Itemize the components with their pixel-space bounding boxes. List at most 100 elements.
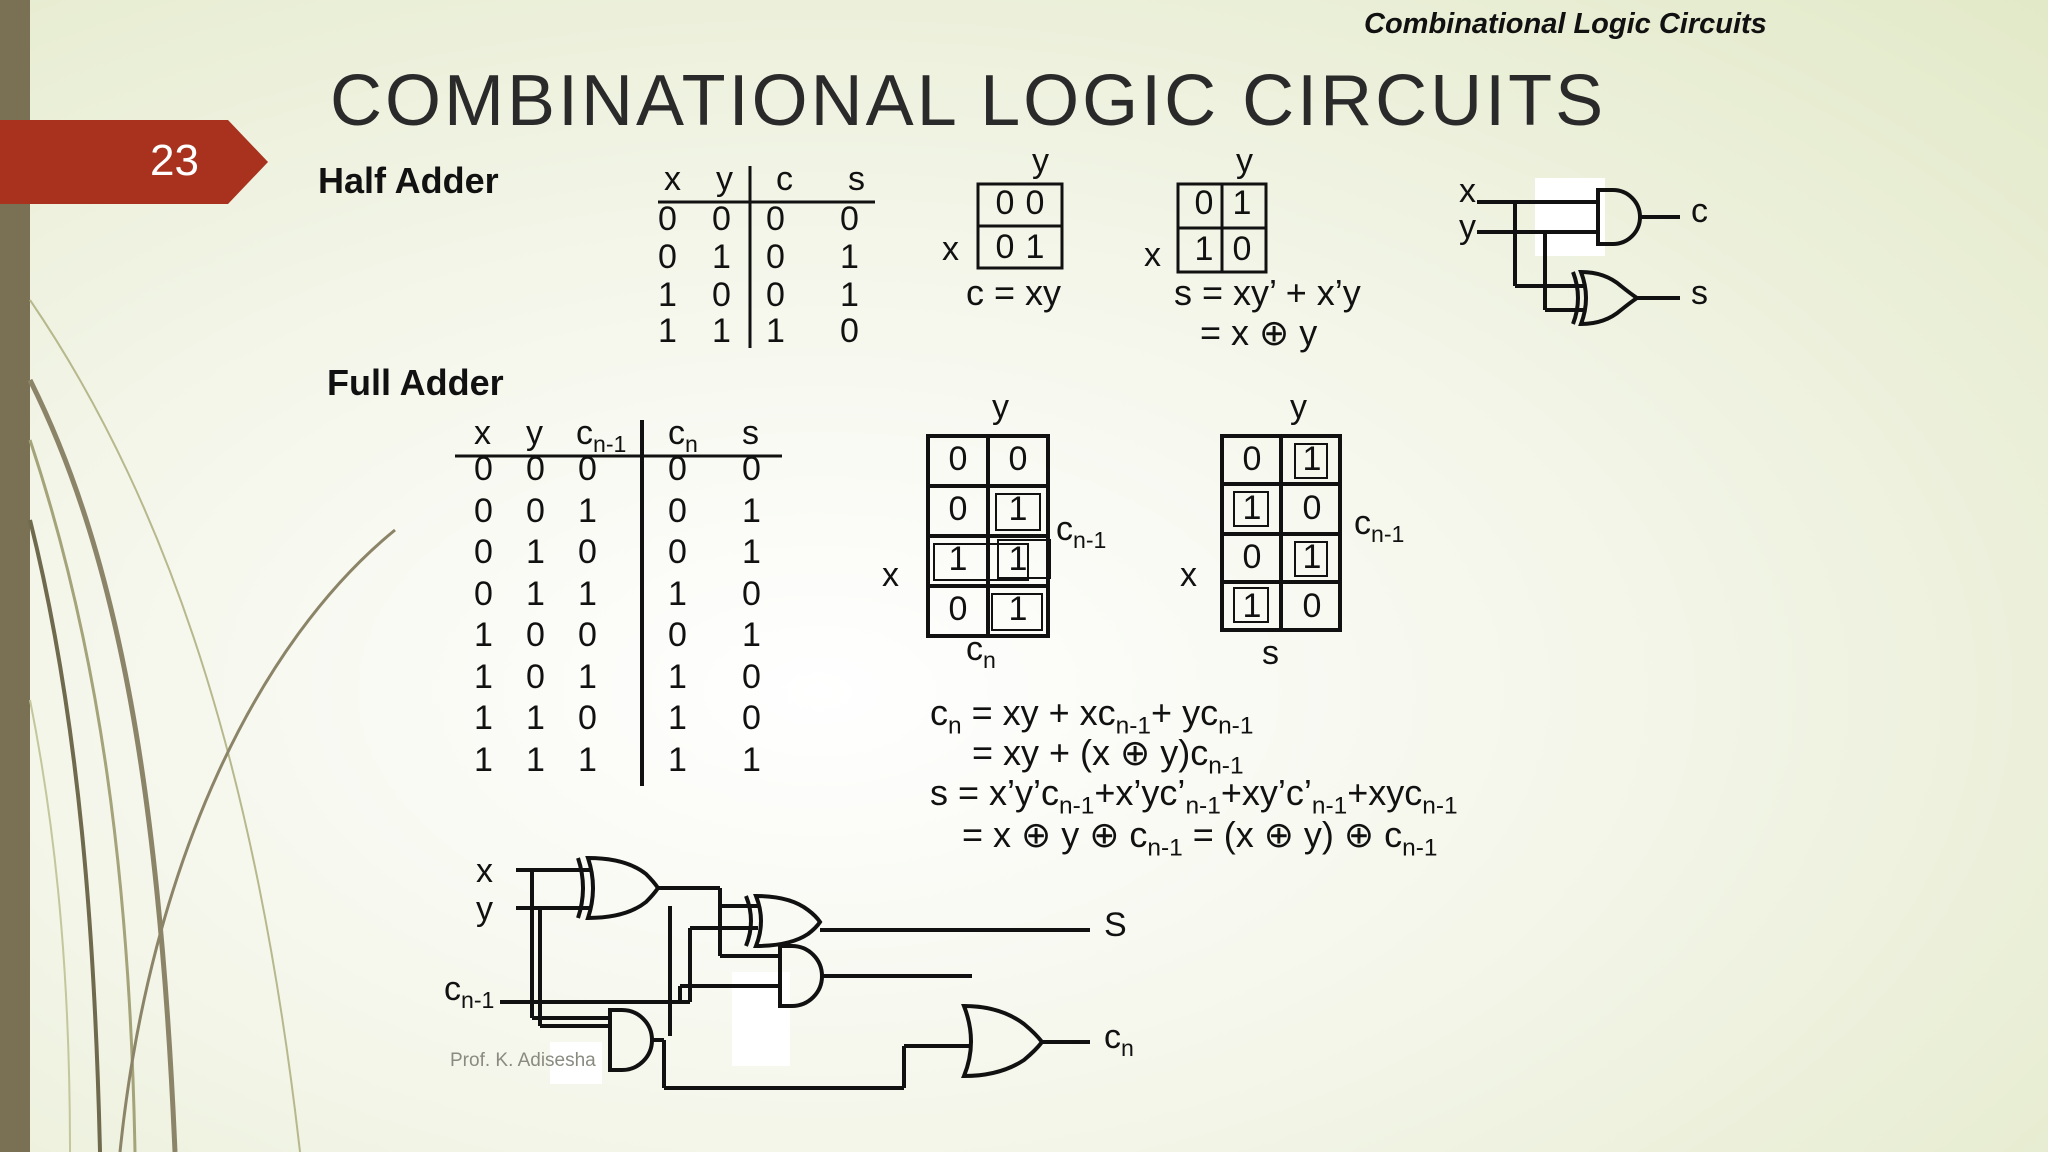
kmap-cell: 0 <box>1025 184 1045 222</box>
kmap-y-label: y <box>1032 142 1049 180</box>
cell: 1 <box>658 312 677 350</box>
ha-c-equation: c = xy <box>966 272 1062 313</box>
kmap-cell: 1 <box>1242 489 1262 527</box>
cell: 0 <box>766 238 785 276</box>
kmap-grid <box>1220 434 1342 632</box>
cell: 1 <box>840 238 859 276</box>
kmap-cell: 0 <box>1242 440 1262 478</box>
cell: 0 <box>658 238 677 276</box>
kmap-cell: 1 <box>1025 228 1045 266</box>
cell: 0 <box>712 276 731 314</box>
cell: 1 <box>742 533 761 571</box>
kmap-x-label: x <box>942 230 959 268</box>
cell: 0 <box>474 533 493 571</box>
slide-number-badge <box>0 120 268 204</box>
cell: 1 <box>526 740 545 779</box>
kmap-cell: 1 <box>1194 230 1214 268</box>
fa-input-y: y <box>476 890 493 928</box>
kmap-x-label: x <box>1144 236 1161 274</box>
cell: 0 <box>668 533 687 571</box>
cell: 0 <box>578 699 597 737</box>
cell: 1 <box>526 574 545 613</box>
cell: 0 <box>474 491 493 530</box>
cell: 0 <box>668 616 687 654</box>
kmap-cell: 0 <box>1302 489 1322 527</box>
kmap-cell: 1 <box>1242 587 1262 625</box>
fa-input-cn-1: cn-1 <box>444 970 495 1014</box>
full-adder-truth-table: x y cn-1 cn s <box>450 410 790 790</box>
fa-col-y: y <box>526 414 543 452</box>
cell: 1 <box>474 740 493 779</box>
kmap-side-label: cn-1 <box>1354 504 1405 548</box>
ha-circuit-diagram <box>1477 178 1680 327</box>
half-adder-heading: Half Adder <box>318 160 499 201</box>
kmap-y-label: y <box>1236 142 1253 180</box>
cell: 1 <box>668 574 687 613</box>
fa-output-s: S <box>1104 906 1127 944</box>
ha-kmap-s: y x 0 1 1 0 s = xy’ + x’y = x ⊕ y <box>1140 142 1400 362</box>
cell: 0 <box>578 616 597 654</box>
kmap-cell: 0 <box>948 490 968 528</box>
ha-s-equation-1: s = xy’ + x’y <box>1174 272 1361 313</box>
cell: 1 <box>474 657 493 696</box>
fa-circuit: x y cn-1 S cn <box>440 846 1160 1096</box>
cell: 1 <box>712 312 731 350</box>
half-adder-truth-table: x y c s 0 0 0 0 0 1 0 1 1 0 0 1 1 1 1 0 <box>650 158 880 358</box>
kmap-grid <box>976 182 1064 270</box>
fa-col-x: x <box>474 414 491 452</box>
ha-circuit: x y c s <box>1455 170 1735 330</box>
cell: 1 <box>578 491 597 530</box>
fa-output-cn: cn <box>1104 1018 1134 1062</box>
cell: 0 <box>742 699 761 737</box>
kmap-y-label: y <box>1290 388 1307 426</box>
fa-equation-4: = x ⊕ y ⊕ cn-1 = (x ⊕ y) ⊕ cn-1 <box>962 814 1438 862</box>
fa-circuit-diagram <box>500 855 1090 1090</box>
cell: 1 <box>578 574 597 613</box>
cell: 1 <box>526 533 545 571</box>
kmap-cell: 0 <box>1232 230 1252 268</box>
ha-s-equation-2: = x ⊕ y <box>1200 312 1318 353</box>
ha-col-s: s <box>848 160 865 198</box>
ha-output-s: s <box>1691 274 1708 312</box>
fa-col-cn-1: cn-1 <box>576 414 627 458</box>
kmap-cell: 0 <box>1194 184 1214 222</box>
fa-equation-3: s = x’y’cn-1+x’yc’n-1+xy’c’n-1+xycn-1 <box>930 772 1458 820</box>
cell: 0 <box>526 616 545 654</box>
kmap-cell: 1 <box>1302 440 1322 478</box>
fa-col-cn: cn <box>668 414 698 458</box>
cell: 1 <box>474 699 493 737</box>
cell: 1 <box>578 740 597 779</box>
cell: 0 <box>766 200 785 238</box>
kmap-bottom-label: cn <box>966 630 996 674</box>
kmap-x-label: x <box>882 556 899 594</box>
cell: 0 <box>742 574 761 613</box>
ha-col-x: x <box>664 160 681 198</box>
fa-input-x: x <box>476 852 493 890</box>
cell: 1 <box>766 312 785 350</box>
fa-kmap-s: y x cn-1 s <box>1162 388 1422 678</box>
cell: 1 <box>668 740 687 779</box>
fa-col-s: s <box>742 414 759 452</box>
ha-output-c: c <box>1691 192 1708 230</box>
cell: 1 <box>668 657 687 696</box>
ha-input-y: y <box>1459 208 1476 246</box>
cell: 0 <box>526 450 545 488</box>
truth-table-lines <box>658 166 875 348</box>
cell: 0 <box>742 450 761 488</box>
cell: 0 <box>578 533 597 571</box>
cell: 1 <box>658 276 677 314</box>
cell: 1 <box>668 699 687 737</box>
cell: 0 <box>658 200 677 238</box>
kmap-cell: 1 <box>1232 184 1252 222</box>
truth-table-lines <box>455 420 782 786</box>
ha-col-y: y <box>716 160 733 198</box>
fa-equation-2: = xy + (x ⊕ y)cn-1 <box>972 732 1244 780</box>
kmap-cell: 0 <box>995 184 1015 222</box>
cell: 0 <box>712 200 731 238</box>
cell: 0 <box>840 312 859 350</box>
header-title: Combinational Logic Circuits <box>1364 8 1767 40</box>
cell: 1 <box>526 699 545 737</box>
kmap-cell: 0 <box>1302 587 1322 625</box>
full-adder-heading: Full Adder <box>327 362 504 403</box>
